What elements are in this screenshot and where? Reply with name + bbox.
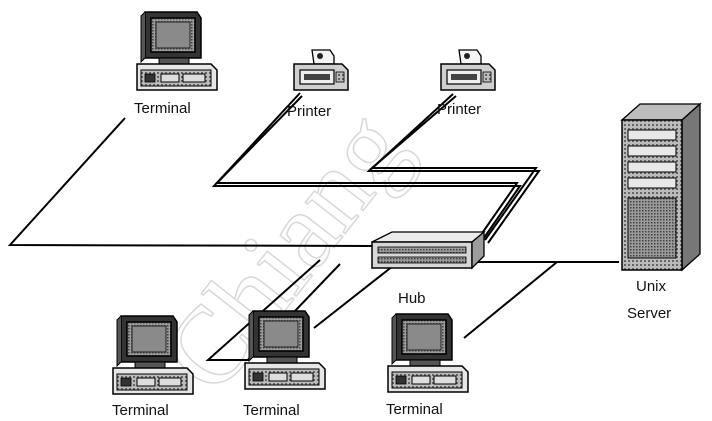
terminal-bl3-icon [388,314,468,392]
printer-2-label: Printer [437,101,481,118]
hub-label: Hub [398,290,426,307]
server-label-line2: Server [627,305,671,322]
terminal-top-icon [137,12,217,90]
server-label-line1: Unix [636,278,667,295]
printer-1-label: Printer [287,103,331,120]
server-icon [622,104,700,270]
terminal-bl1-label: Terminal [112,402,169,419]
terminal-bl2-label: Terminal [243,402,300,419]
hub-icon [372,232,484,268]
terminal-bl2-icon [245,311,325,389]
printer-1-icon [294,50,348,90]
terminal-bl3-label: Terminal [386,401,443,418]
printer-2-icon [441,50,495,90]
terminal-top-label: Terminal [134,100,191,117]
link-terminal-bl3-hub [464,262,557,338]
